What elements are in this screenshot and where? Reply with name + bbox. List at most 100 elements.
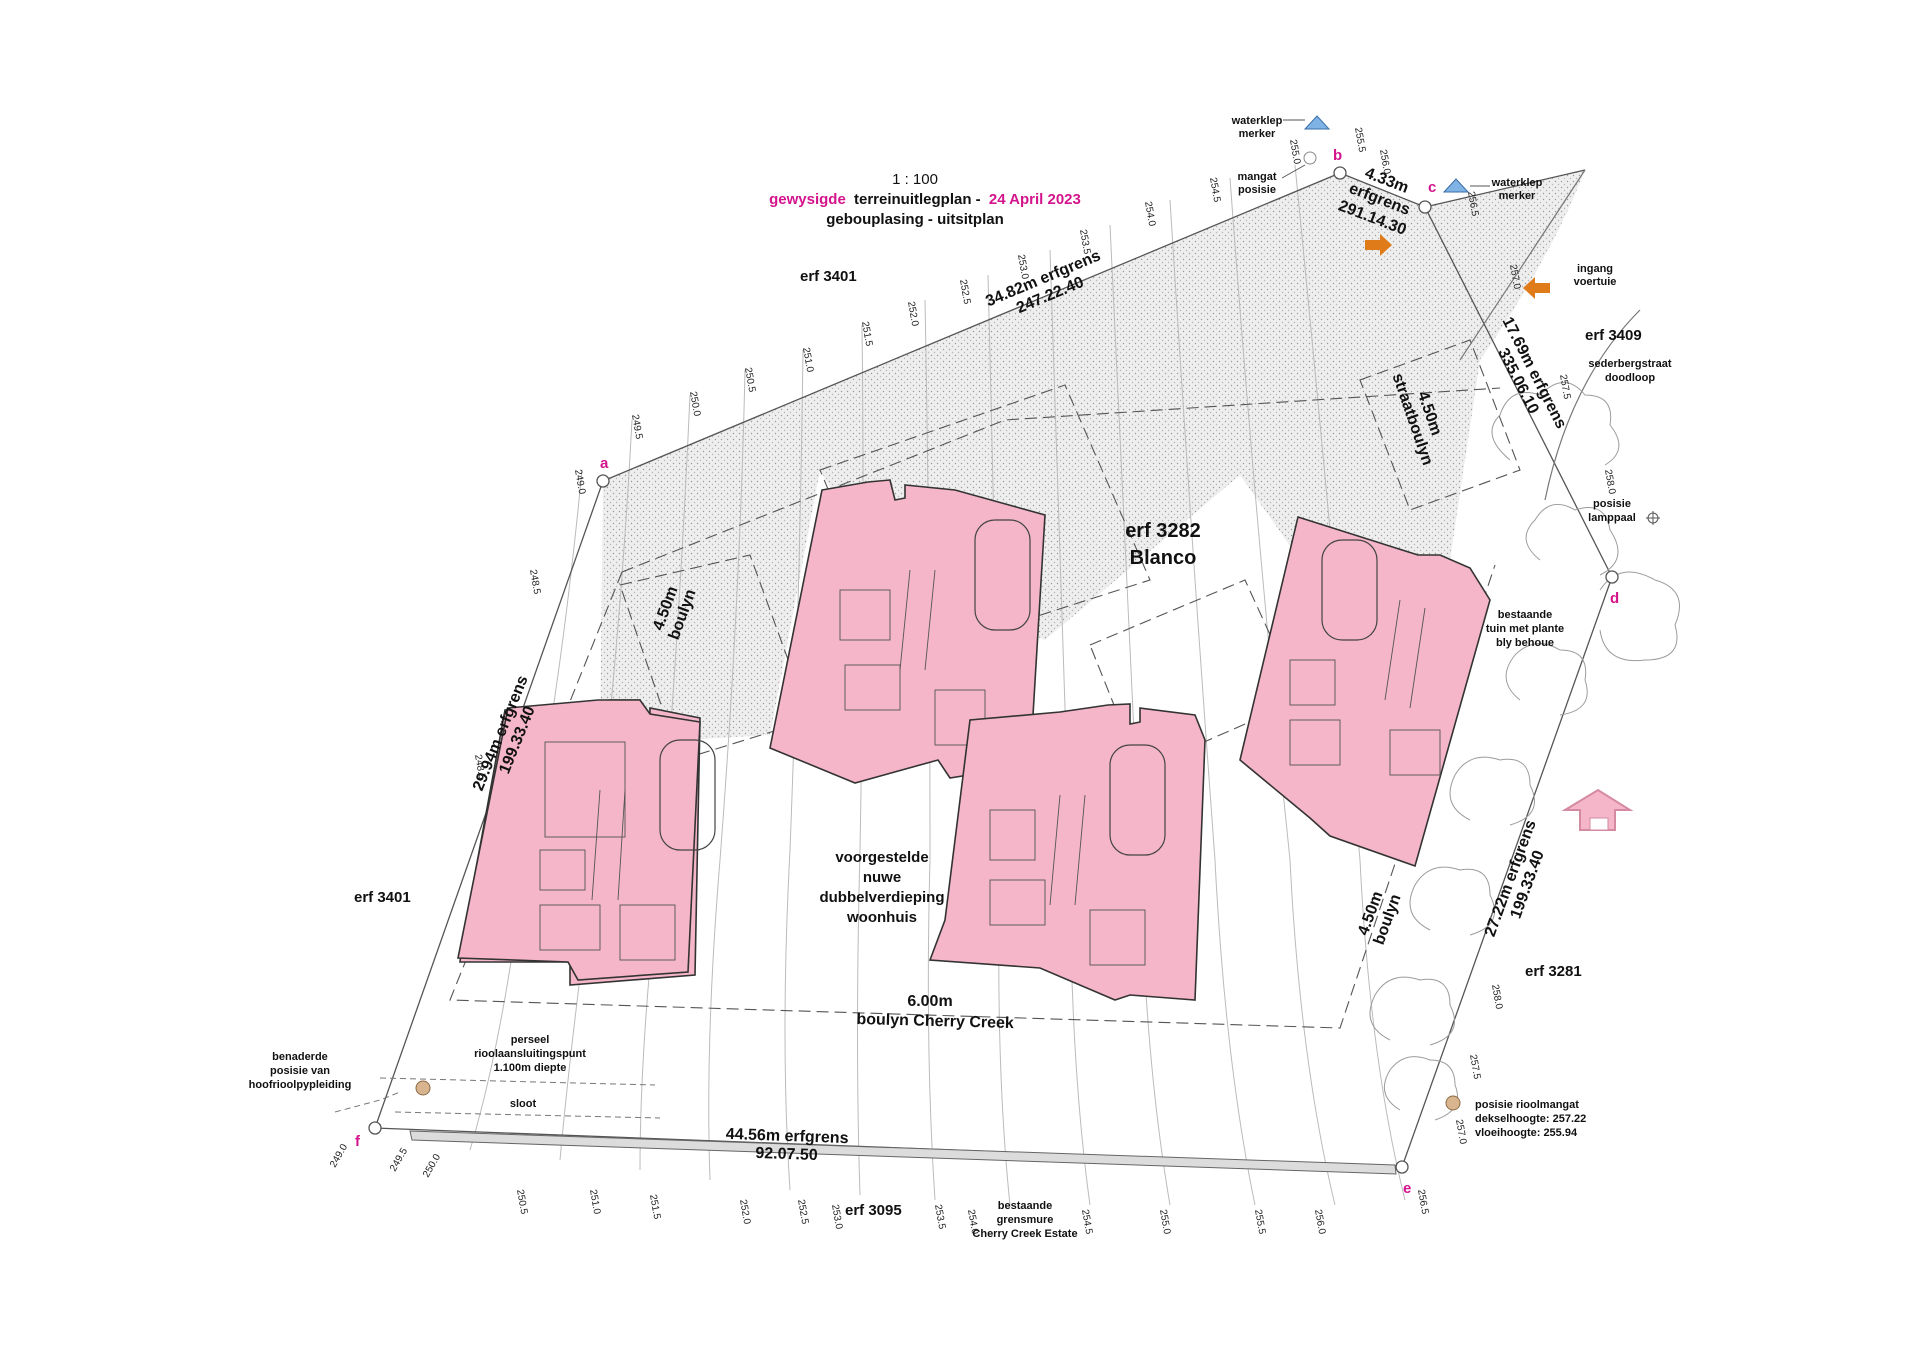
contour-labels-right: 258.0 257.5 257.0 <box>1453 984 1504 1146</box>
water-valve-label-1: waterklep <box>1231 115 1283 127</box>
house-1 <box>457 699 716 986</box>
svg-text:252.5: 252.5 <box>795 1199 810 1226</box>
title-main: terreinuitlegplan - <box>854 191 981 208</box>
svg-text:251.0: 251.0 <box>800 347 815 374</box>
street-edge <box>1424 169 1586 208</box>
boundary-wall-label-c: Cherry Creek Estate <box>972 1228 1077 1240</box>
title-date: 24 April 2023 <box>989 191 1081 208</box>
sewer-manhole-label-c: vloeihoogte: 255.94 <box>1475 1127 1578 1139</box>
svg-text:253.5: 253.5 <box>932 1204 947 1231</box>
svg-text:252.0: 252.0 <box>737 1199 752 1226</box>
north-house-icon <box>1561 788 1634 831</box>
erf-3282: erf 3282 <box>1125 520 1201 542</box>
svg-text:255.0: 255.0 <box>1287 139 1302 166</box>
street-name-label: sederbergstraat <box>1588 358 1671 370</box>
sewer-connection-icon <box>415 1080 431 1096</box>
house-3 <box>928 703 1206 1001</box>
corner-markers <box>368 166 1619 1174</box>
contour-labels-left: 248.5 248.5 <box>472 569 542 781</box>
sewer-manhole-icon <box>1445 1095 1461 1111</box>
sewer-connection-label: perseel <box>511 1034 550 1046</box>
svg-text:254.0: 254.0 <box>965 1209 980 1236</box>
proposed-house-line-3: dubbelverdieping <box>819 889 944 906</box>
svg-text:251.5: 251.5 <box>647 1194 662 1221</box>
corner-c: c <box>1428 179 1436 196</box>
svg-text:257.0: 257.0 <box>1453 1119 1468 1146</box>
svg-text:254.5: 254.5 <box>1079 1209 1094 1236</box>
title-prefix: gewysigde <box>769 191 846 208</box>
boundary-wall-label-b: grensmure <box>997 1214 1054 1226</box>
bottom-building-line-width: 6.00m <box>907 993 952 1010</box>
svg-text:251.0: 251.0 <box>587 1189 602 1216</box>
vehicle-entrance-label: ingang <box>1577 263 1613 275</box>
svg-text:258.0: 258.0 <box>1489 984 1504 1011</box>
sewer-main-label-b: posisie van <box>270 1065 330 1077</box>
lamp-post-icon <box>1646 511 1660 525</box>
svg-text:254.5: 254.5 <box>1207 177 1222 204</box>
svg-text:253.5: 253.5 <box>1077 229 1092 256</box>
sewer-connection-label-b: rioolaansluitingspunt <box>474 1048 586 1060</box>
proposed-house-line-4: woonhuis <box>846 909 917 926</box>
svg-text:248.5: 248.5 <box>527 569 542 596</box>
svg-text:252.0: 252.0 <box>905 301 920 328</box>
contour-labels-bottom: 249.0 249.5 250.0 250.5 251.0 251.5 252.… <box>328 1142 1430 1236</box>
svg-text:256.5: 256.5 <box>1415 1189 1430 1216</box>
erf-3282-status: Blanco <box>1130 547 1197 569</box>
svg-text:253.0: 253.0 <box>1015 254 1030 281</box>
street-name-label-b: doodloop <box>1605 372 1655 384</box>
lamp-post-label-b: lamppaal <box>1588 512 1636 524</box>
lamp-post-label: posisie <box>1593 498 1631 510</box>
svg-text:256.0: 256.0 <box>1312 1209 1327 1236</box>
svg-text:251.5: 251.5 <box>859 321 874 348</box>
svg-text:253.0: 253.0 <box>829 1204 844 1231</box>
house-4 <box>1239 515 1491 868</box>
water-valve-label-1b: merker <box>1239 128 1276 140</box>
erf-3401-top: erf 3401 <box>800 268 857 285</box>
svg-text:254.0: 254.0 <box>1142 201 1157 228</box>
existing-garden-label-c: bly behoue <box>1496 637 1554 649</box>
contour-labels-top: 249.0 249.5 250.0 250.5 251.0 251.5 252.… <box>572 127 1617 496</box>
boundary-wall-label: bestaande <box>998 1200 1052 1212</box>
corner-e: e <box>1403 1180 1411 1197</box>
svg-text:258.0: 258.0 <box>1602 469 1617 496</box>
boundary-wall <box>409 1130 1397 1175</box>
svg-text:250.5: 250.5 <box>742 367 757 394</box>
vehicle-entrance-label-b: voertuie <box>1574 276 1617 288</box>
svg-text:249.0: 249.0 <box>572 469 587 496</box>
entrance-arrow-icon <box>1365 234 1392 256</box>
proposed-house-line-2: nuwe <box>863 869 901 886</box>
manhole-label: mangat <box>1237 171 1276 183</box>
entrance-arrow-icon-2 <box>1523 277 1550 299</box>
boundary-ef-bearing: 92.07.50 <box>755 1145 818 1164</box>
water-valve-icon <box>1303 115 1331 130</box>
erf-3409: erf 3409 <box>1585 327 1642 344</box>
manhole-label-b: posisie <box>1238 184 1276 196</box>
existing-garden-label-b: tuin met plante <box>1486 623 1564 635</box>
corner-d: d <box>1610 590 1619 607</box>
svg-text:250.0: 250.0 <box>687 391 702 418</box>
cul-de-sac-curve <box>1459 169 1641 501</box>
proposed-house-line-1: voorgestelde <box>835 849 928 866</box>
water-valve-icon-2 <box>1442 178 1470 193</box>
svg-text:255.5: 255.5 <box>1252 1209 1267 1236</box>
svg-text:248.5: 248.5 <box>472 754 487 781</box>
existing-garden-trees <box>1369 382 1680 1121</box>
svg-text:255.0: 255.0 <box>1157 1209 1172 1236</box>
plan-subtitle: gebouplasing - uitsitplan <box>826 211 1004 228</box>
scale-label: 1 : 100 <box>892 171 938 188</box>
sewer-manhole-label: posisie rioolmangat <box>1475 1099 1579 1111</box>
svg-text:256.5: 256.5 <box>1465 191 1480 218</box>
svg-text:249.0: 249.0 <box>328 1142 350 1170</box>
svg-text:252.5: 252.5 <box>957 279 972 306</box>
svg-text:257.0: 257.0 <box>1507 264 1522 291</box>
sewer-connection-label-c: 1.100m diepte <box>494 1062 567 1074</box>
svg-text:256.0: 256.0 <box>1377 149 1392 176</box>
house-2 <box>769 479 1046 784</box>
plan-title: gewysigde terreinuitlegplan - 24 April 2… <box>769 191 1081 208</box>
sewer-main-label-c: hoofrioolpypleiding <box>249 1079 352 1091</box>
svg-text:250.0: 250.0 <box>421 1152 443 1180</box>
ditch-lines <box>334 1077 661 1119</box>
boundary-ef-length: 44.56m erfgrens <box>726 1126 849 1147</box>
svg-text:250.5: 250.5 <box>514 1189 529 1216</box>
